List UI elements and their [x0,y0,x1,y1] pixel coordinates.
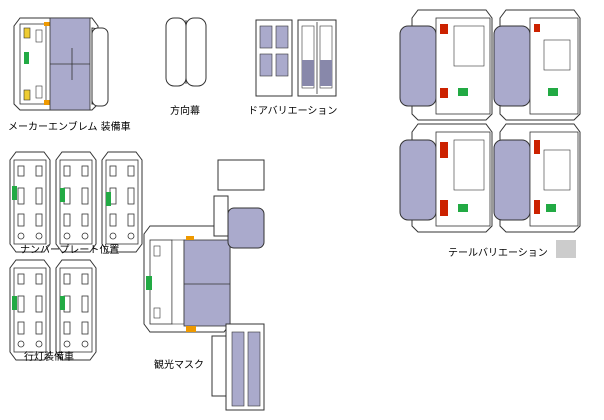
marker-light-parts [9,259,97,361]
maker-emblem-label: メーカーエンブレム 装備車 [8,122,131,133]
tail-variation-label: テールバリエーション [448,248,548,259]
tour-mask-label: 観光マスク [154,360,204,371]
number-plate-position-label: ナンバープレート位置 [20,245,120,256]
destination-sign-part [165,17,207,87]
tour-mask-part [143,159,265,411]
number-plate-position-parts [9,151,143,253]
door-variation-part-left [255,19,293,97]
emblem-vehicle-part [13,17,109,111]
tail-variation-parts [399,9,581,258]
door-variation-part-right [297,19,337,97]
destination-sign-label: 方向幕 [170,106,200,117]
marker-light-label: 行灯装備車 [24,352,74,363]
door-variation-label: ドアバリエーション [248,106,338,117]
